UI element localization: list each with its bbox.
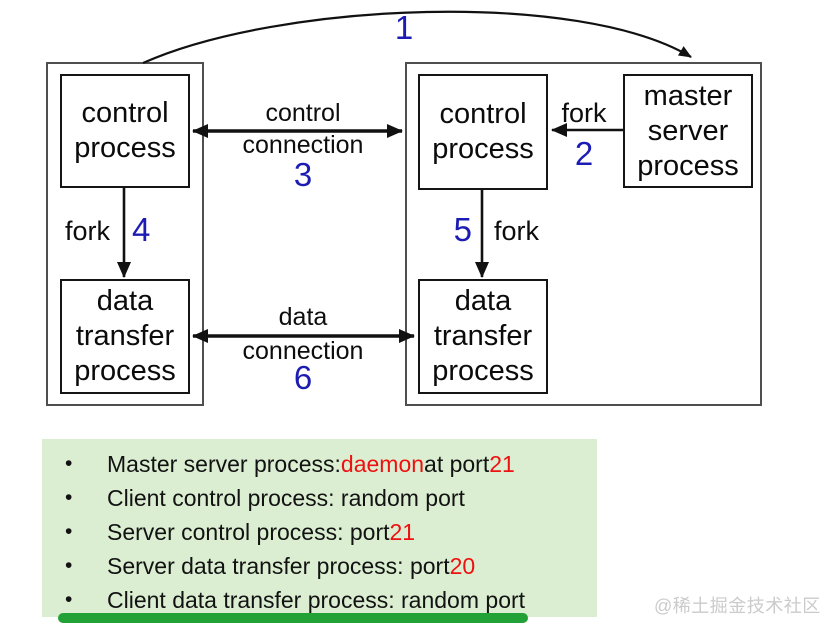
- master-server-process-box: master server process: [623, 74, 753, 188]
- note-highlight-text: 21: [489, 450, 515, 477]
- note-text: Server data transfer process: port: [107, 552, 450, 579]
- notes-list: • Master server process: daemon at port 2…: [42, 439, 597, 617]
- note-highlight-text: 20: [449, 552, 476, 579]
- list-item: • Server data transfer process: port 20: [65, 549, 597, 583]
- bullet-glyph: •: [65, 486, 73, 509]
- server-fork-top-label: fork: [561, 98, 607, 128]
- step-number-5: 5: [453, 211, 472, 248]
- step-number-6: 6: [293, 359, 313, 396]
- note-highlight-text: daemon: [340, 450, 425, 477]
- list-item: • Server control process: port 21: [65, 515, 597, 549]
- bullet-glyph: •: [65, 452, 73, 475]
- server-host-box: [405, 62, 762, 406]
- note-text: Server control process: port: [107, 518, 390, 545]
- bullet-glyph: •: [65, 588, 73, 611]
- control-connection-label-line2: connection: [242, 131, 364, 159]
- list-item: • Master server process: daemon at port 2…: [65, 447, 597, 481]
- data-connection-label-line1: data: [278, 303, 328, 331]
- note-text: Master server process:: [107, 450, 341, 477]
- bullet-glyph: •: [65, 554, 73, 577]
- list-item: • Client data transfer process: random po…: [65, 583, 597, 617]
- data-connection-label-line2: connection: [242, 337, 364, 365]
- client-data-transfer-process-box: data transfer process: [60, 279, 190, 394]
- notes-panel: • Master server process: daemon at port 2…: [42, 439, 597, 617]
- note-highlight-text: 21: [389, 518, 416, 545]
- server-fork-bottom-label: fork: [494, 216, 540, 246]
- green-underline: [58, 613, 528, 623]
- step-number-1: 1: [394, 9, 414, 46]
- note-text: at port: [424, 450, 490, 477]
- step-number-3: 3: [293, 156, 313, 193]
- note-text: Client control process: random port: [107, 484, 465, 511]
- client-control-process-box: control process: [60, 74, 190, 188]
- watermark: @稀土掘金技术社区: [654, 596, 821, 616]
- connection-request-arrow-1: [142, 10, 692, 65]
- control-connection-label-line1: control: [265, 99, 341, 127]
- list-item: • Client control process: random port: [65, 481, 597, 515]
- server-control-process-box: control process: [418, 74, 548, 190]
- bullet-glyph: •: [65, 520, 73, 543]
- note-text: Client data transfer process: random por…: [107, 586, 526, 613]
- server-data-transfer-process-box: data transfer process: [418, 279, 548, 394]
- step-number-4: 4: [132, 211, 151, 248]
- client-host-box: [46, 62, 204, 406]
- step-number-2: 2: [574, 135, 594, 172]
- client-fork-label: fork: [64, 216, 110, 246]
